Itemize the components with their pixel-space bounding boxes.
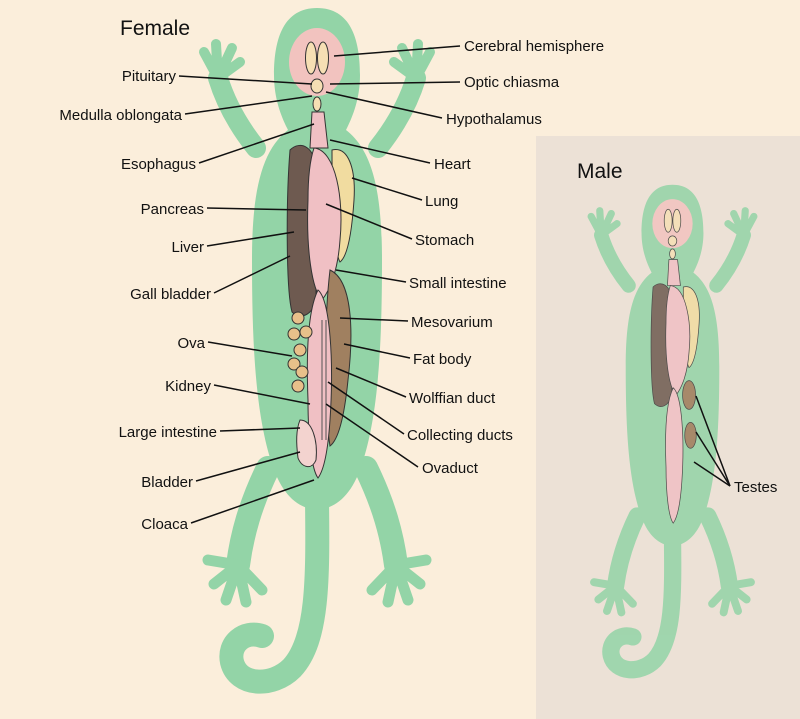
leader-lines-testes bbox=[693, 395, 731, 487]
label-kidney: Kidney bbox=[165, 378, 211, 395]
label-fat-body: Fat body bbox=[413, 351, 472, 368]
label-wolffian-duct: Wolffian duct bbox=[409, 390, 496, 407]
label-cloaca: Cloaca bbox=[141, 516, 188, 533]
leader-lines-left bbox=[178, 75, 315, 524]
label-ova: Ova bbox=[177, 335, 205, 352]
label-gall-bladder: Gall bladder bbox=[130, 286, 211, 303]
label-collecting-ducts: Collecting ducts bbox=[407, 427, 513, 444]
label-small-intestine: Small intestine bbox=[409, 275, 507, 292]
label-heart: Heart bbox=[434, 156, 472, 173]
female-title: Female bbox=[120, 17, 190, 40]
label-ovaduct: Ovaduct bbox=[422, 460, 479, 477]
label-hypothalamus: Hypothalamus bbox=[446, 111, 542, 128]
female-organs bbox=[286, 145, 355, 479]
label-liver: Liver bbox=[171, 239, 204, 256]
label-mesovarium: Mesovarium bbox=[411, 314, 493, 331]
leader-lines-right bbox=[325, 45, 461, 468]
label-testes: Testes bbox=[734, 479, 777, 496]
label-large-intestine: Large intestine bbox=[119, 424, 217, 441]
label-lung: Lung bbox=[425, 193, 458, 210]
male-title: Male bbox=[577, 160, 623, 183]
label-esophagus: Esophagus bbox=[121, 156, 196, 173]
label-stomach: Stomach bbox=[415, 232, 474, 249]
male-body bbox=[591, 185, 754, 670]
label-pancreas: Pancreas bbox=[141, 201, 204, 218]
label-medulla-oblongata: Medulla oblongata bbox=[59, 107, 182, 124]
label-bladder: Bladder bbox=[141, 474, 193, 491]
label-cerebral-hemisphere: Cerebral hemisphere bbox=[464, 38, 604, 55]
label-optic-chiasma: Optic chiasma bbox=[464, 74, 560, 91]
label-pituitary: Pituitary bbox=[122, 68, 177, 85]
